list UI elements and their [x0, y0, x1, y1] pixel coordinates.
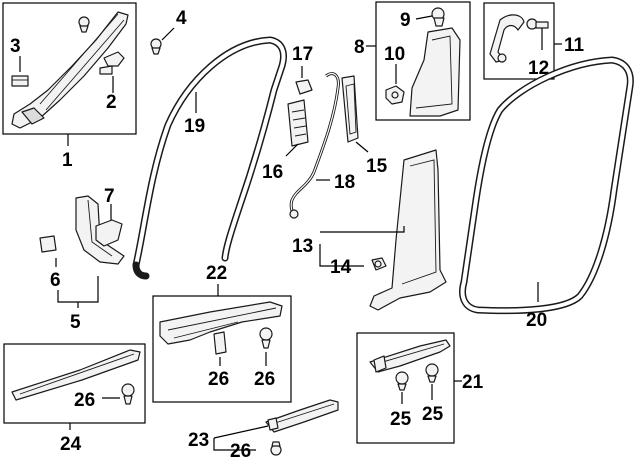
callout-25-a: 25 [390, 409, 412, 430]
callout-2: 2 [106, 92, 117, 113]
group-box-8 [375, 1, 471, 121]
sill-plate-24[interactable] [11, 349, 141, 401]
group-sill-rear: 26 24 [3, 343, 146, 455]
callout-3: 3 [10, 36, 21, 57]
callout-14: 14 [330, 257, 352, 278]
harness-18[interactable] [289, 72, 340, 219]
group-sill-21: 25 25 21 [356, 332, 484, 444]
callout-21: 21 [462, 372, 484, 393]
callout-5: 5 [70, 312, 81, 333]
group-box-22 [152, 295, 292, 403]
b-pillar-lower-13[interactable] [369, 149, 447, 311]
clip-25b[interactable] [425, 363, 439, 383]
callout-26-d: 26 [230, 441, 251, 461]
screw-12[interactable] [526, 18, 549, 30]
callout-26-b: 26 [254, 369, 275, 390]
a-pillar-trim-end [21, 107, 45, 125]
clip-25a[interactable] [395, 371, 409, 391]
group-sill-front: 26 26 22 [152, 263, 292, 403]
group-box-1 [2, 2, 137, 135]
callout-22: 22 [206, 263, 227, 284]
clip-14[interactable] [371, 257, 387, 271]
group-box-24 [3, 343, 146, 424]
callout-1: 1 [62, 150, 73, 171]
callout-13: 13 [292, 236, 313, 257]
callout-7: 7 [104, 186, 115, 207]
seal-20[interactable] [459, 56, 634, 315]
callout-26-c: 26 [74, 390, 95, 411]
callout-23: 23 [188, 430, 209, 451]
bolt-9[interactable] [431, 7, 445, 27]
nut-10[interactable] [385, 85, 405, 105]
group-a-pillar: 3 2 1 [2, 2, 137, 171]
trim-8[interactable] [409, 27, 461, 117]
clip-6[interactable] [39, 235, 57, 253]
fastener-3[interactable] [11, 75, 29, 87]
cover-7[interactable] [95, 219, 123, 247]
connector-16[interactable] [287, 99, 309, 147]
clip-26a[interactable] [213, 331, 227, 355]
callout-25-b: 25 [422, 404, 444, 425]
callout-10: 10 [384, 44, 405, 65]
sill-part-21[interactable] [369, 339, 451, 373]
bolt-4[interactable] [150, 38, 162, 55]
seal-19[interactable] [132, 36, 287, 280]
callout-17: 17 [292, 44, 313, 65]
callout-18: 18 [334, 172, 355, 193]
clip-17[interactable] [295, 79, 313, 95]
callout-19: 19 [184, 116, 205, 137]
bolt-top[interactable] [78, 16, 90, 33]
callout-8: 8 [354, 37, 365, 58]
callout-12: 12 [528, 58, 549, 79]
guide-15[interactable] [341, 75, 359, 143]
group-grab-handle: 12 11 [483, 2, 585, 80]
group-box-11 [483, 2, 555, 80]
clip-26d[interactable] [270, 441, 282, 456]
grab-handle[interactable] [489, 14, 525, 63]
group-b-pillar-upper: 9 10 8 [354, 1, 471, 121]
callout-11: 11 [564, 35, 585, 56]
callout-9: 9 [400, 10, 411, 31]
group-box-21 [356, 332, 455, 444]
callout-16: 16 [262, 162, 283, 183]
callout-26-a: 26 [208, 369, 229, 390]
kick-panel-5[interactable] [75, 195, 125, 265]
sill-plate-22[interactable] [159, 301, 283, 345]
clip-26c[interactable] [121, 383, 135, 405]
clip-2[interactable] [99, 51, 125, 75]
callout-6: 6 [50, 270, 61, 291]
callout-20: 20 [526, 310, 547, 331]
sill-part-23[interactable] [265, 399, 339, 433]
callout-24: 24 [60, 434, 82, 455]
callout-15: 15 [366, 156, 388, 177]
callout-4: 4 [176, 8, 187, 29]
clip-26b[interactable] [259, 327, 273, 349]
